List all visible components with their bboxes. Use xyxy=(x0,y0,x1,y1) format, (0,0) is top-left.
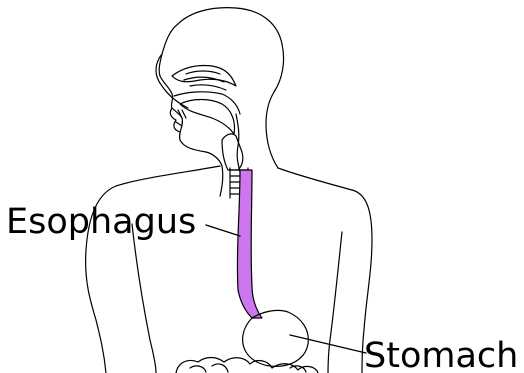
tongue xyxy=(180,100,235,135)
torso-left-outline xyxy=(86,166,220,373)
esophagus-tube xyxy=(237,170,262,318)
esophagus-leader-line xyxy=(206,225,240,236)
stomach-label: Stomach xyxy=(364,339,518,373)
stomach-organ xyxy=(243,310,309,366)
torso-right-outline xyxy=(278,168,372,373)
esophagus-label: Esophagus xyxy=(6,205,196,240)
left-arm-inner xyxy=(132,224,156,373)
stomach-leader-line xyxy=(290,335,366,353)
larynx xyxy=(222,134,243,170)
nasal-turbinates xyxy=(184,71,226,90)
right-arm-inner xyxy=(328,232,342,373)
intestines xyxy=(176,358,318,373)
intestine-folds xyxy=(190,364,306,372)
nasal-cavity xyxy=(172,65,236,86)
